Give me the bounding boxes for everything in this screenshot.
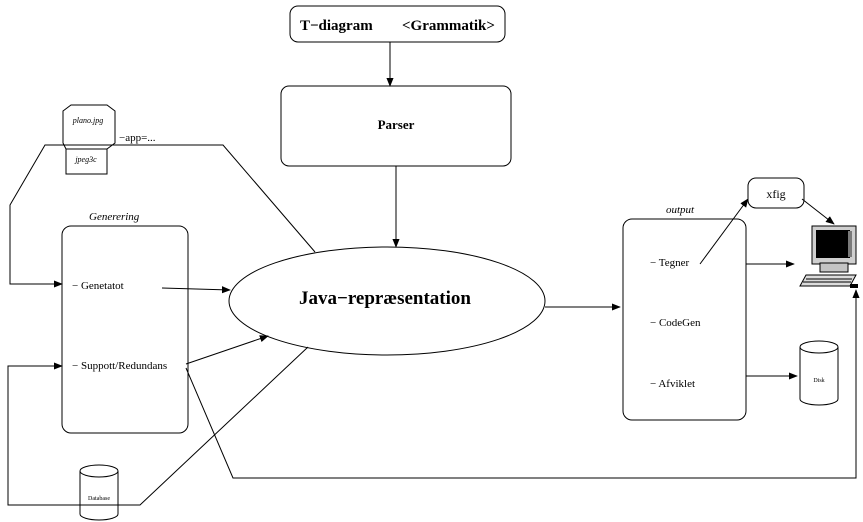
database-loop-line (7, 346, 309, 506)
file-name: plano.jpg (72, 116, 103, 125)
connectors (7, 42, 860, 506)
xfig-to-computer-arrow (801, 198, 835, 225)
file-icon: plano.jpg jpeg3c (62, 104, 116, 175)
grammatik-label: <Grammatik> (402, 18, 495, 34)
output-box: output − Tegner − CodeGen − Afviklet (622, 204, 747, 421)
database-label: Database (88, 496, 110, 502)
tdiagram-label: T−diagram (300, 18, 373, 34)
tegner-to-xfig-arrow (699, 198, 749, 265)
parser-box: Parser (280, 85, 512, 167)
tdiagram-box: T−diagram <Grammatik> (289, 5, 506, 43)
generator-to-java-arrow (161, 286, 231, 294)
generering-title: Generering (89, 211, 140, 223)
disk-icon: Disk (799, 340, 839, 406)
app-flag-label: −app=... (119, 132, 156, 144)
xfig-box: xfig (747, 177, 805, 209)
file-type: jpeg3c (74, 155, 97, 164)
xfig-label: xfig (766, 187, 785, 201)
disk-label: Disk (813, 378, 824, 384)
generering-item: − Genetatot (72, 280, 124, 292)
database-icon: Database (79, 464, 119, 521)
output-item: − Tegner (650, 257, 689, 269)
app-input-line (9, 144, 316, 288)
generering-item: − Suppott/Redundans (72, 360, 167, 372)
output-item: − CodeGen (650, 317, 701, 329)
support-to-computer-line (185, 289, 860, 479)
generering-box: Generering − Genetatot − Suppott/Redunda… (61, 211, 189, 434)
support-to-java-arrow (185, 335, 269, 365)
output-item: − Afviklet (650, 378, 695, 390)
java-representation-label: Java−repræsentation (299, 288, 471, 309)
java-representation-node: Java−repræsentation (228, 246, 546, 356)
computer-icon (799, 225, 858, 288)
parser-label: Parser (378, 117, 415, 132)
output-title: output (666, 204, 695, 216)
